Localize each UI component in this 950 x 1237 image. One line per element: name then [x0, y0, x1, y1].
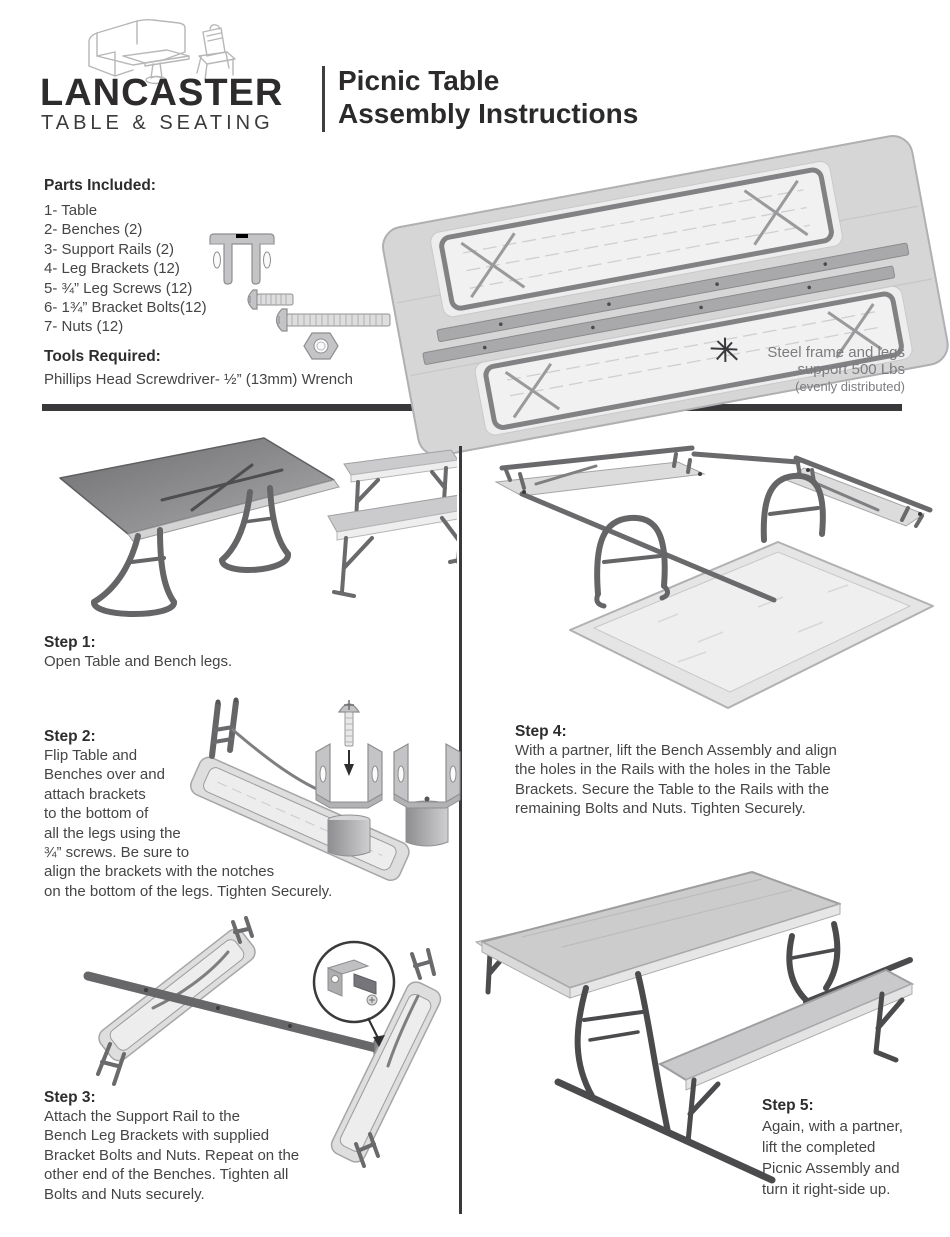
leg-bracket-icon — [209, 233, 275, 285]
step4-illustration — [494, 445, 934, 709]
part-item: 6- 1¾” Bracket Bolts(12) — [44, 299, 207, 317]
step-text-line: Bolts and Nuts securely. — [44, 1185, 205, 1203]
step2-illustration — [190, 697, 461, 881]
doc-title-line2: Assembly Instructions — [338, 98, 639, 129]
support-rail — [83, 971, 389, 1055]
step4-text: With a partner, lift the Bench Assembly … — [515, 741, 935, 819]
bracket-on-leg-diagram — [393, 742, 461, 847]
table-leg-front — [91, 527, 177, 617]
step5-heading: Step 5: — [762, 1097, 814, 1114]
step-text-line: to the bottom of — [44, 805, 149, 823]
step-text-line: Attach the Support Rail to the — [44, 1108, 240, 1125]
step1-text: Open Table and Bench legs. — [44, 652, 444, 671]
step-text-line: Brackets. Secure the Table to the Rails … — [515, 780, 830, 798]
capacity-note-line: support 500 Lbs — [797, 361, 905, 378]
part-item: 1- Table — [44, 202, 98, 219]
bench-assembly-right — [784, 455, 933, 528]
doc-title: Picnic Table Assembly Instructions — [338, 64, 638, 130]
title-divider-rule — [322, 66, 325, 132]
column-divider-vertical — [459, 446, 462, 1214]
step-text-line: Benches over and — [44, 766, 165, 784]
step-text-line: lift the completed — [762, 1139, 876, 1156]
step1-illustration — [59, 437, 457, 617]
step-text-line: Flip Table and — [44, 747, 138, 764]
step-text-line: attach brackets — [44, 785, 146, 803]
step-text-line: align the brackets with the notches — [44, 863, 275, 881]
step-text-line: Bracket Bolts and Nuts. Repeat on the — [44, 1146, 300, 1164]
table-wishbone-leg-right — [760, 472, 826, 543]
brand-name: LANCASTER — [40, 72, 284, 114]
capacity-note-line: (evenly distributed) — [795, 379, 905, 394]
step-text-line: Open Table and Bench legs. — [44, 653, 233, 670]
step-text-line: turn it right-side up. — [762, 1181, 891, 1198]
part-item: 7- Nuts (12) — [44, 318, 124, 336]
part-item: 3- Support Rails (2) — [44, 240, 175, 258]
leg-screw-icon — [247, 289, 294, 310]
table-leg-rear — [219, 485, 291, 573]
part-item: 5- ¾” Leg Screws (12) — [44, 279, 193, 297]
step5-illustration — [474, 871, 915, 1184]
step-text-line: With a partner, lift the Bench Assembly … — [515, 742, 837, 759]
part-item: 2- Benches (2) — [44, 221, 143, 239]
tabletop — [481, 871, 841, 999]
step-text-line: Again, with a partner, — [762, 1118, 903, 1135]
step-text-line: ¾” screws. Be sure to — [44, 844, 190, 862]
step-text-line: remaining Bolts and Nuts. Tighten Secure… — [515, 800, 806, 818]
parts-heading: Parts Included: — [44, 177, 156, 194]
table-wishbone-leg-left — [594, 514, 670, 609]
parts-list: 1- Table 2- Benches (2)3- Support Rails (… — [44, 201, 207, 337]
front-bench — [657, 968, 915, 1177]
hardware-bag — [710, 337, 738, 362]
brand-tagline: TABLE & SEATING — [41, 112, 274, 134]
bench-assembly-left — [494, 445, 706, 497]
right-bench — [330, 948, 442, 1168]
step5-text: Again, with a partner, lift the completed… — [762, 1116, 942, 1200]
brand-illustration — [88, 18, 236, 85]
step1-heading: Step 1: — [44, 634, 96, 651]
bracket-bolt-icon — [275, 308, 391, 332]
capacity-note-line: Steel frame and legs — [767, 344, 905, 361]
step4-heading: Step 4: — [515, 723, 567, 740]
folded-table-illustration — [382, 135, 949, 457]
step-text-line: all the legs using the — [44, 824, 181, 842]
folded-table-group — [382, 135, 949, 457]
part-item: 4- Leg Brackets (12) — [44, 260, 180, 278]
step2-heading: Step 2: — [44, 728, 96, 745]
doc-title-line1: Picnic Table — [338, 65, 500, 96]
step3-illustration — [83, 916, 442, 1168]
bench-far — [343, 449, 457, 524]
tools-text: Phillips Head Screwdriver- ½” (13mm) Wre… — [44, 371, 353, 388]
magnifier-detail — [312, 940, 396, 1047]
step-text-line: other end of the Benches. Tighten all — [44, 1166, 289, 1184]
booth-table-chair-sketch — [88, 18, 236, 85]
step-text-line: Bench Leg Brackets with supplied — [44, 1127, 270, 1145]
bracket-screw-diagram — [315, 700, 383, 857]
step-text-line: Picnic Assembly and — [762, 1160, 900, 1177]
step-text-line: on the bottom of the legs. Tighten Secur… — [44, 882, 333, 900]
step-text-line: the holes in the Rails with the holes in… — [515, 761, 831, 779]
bench-near — [327, 494, 457, 598]
tools-heading: Tools Required: — [44, 348, 161, 365]
step3-heading: Step 3: — [44, 1089, 96, 1106]
connecting-rails — [519, 451, 801, 603]
nut-icon — [303, 332, 339, 360]
